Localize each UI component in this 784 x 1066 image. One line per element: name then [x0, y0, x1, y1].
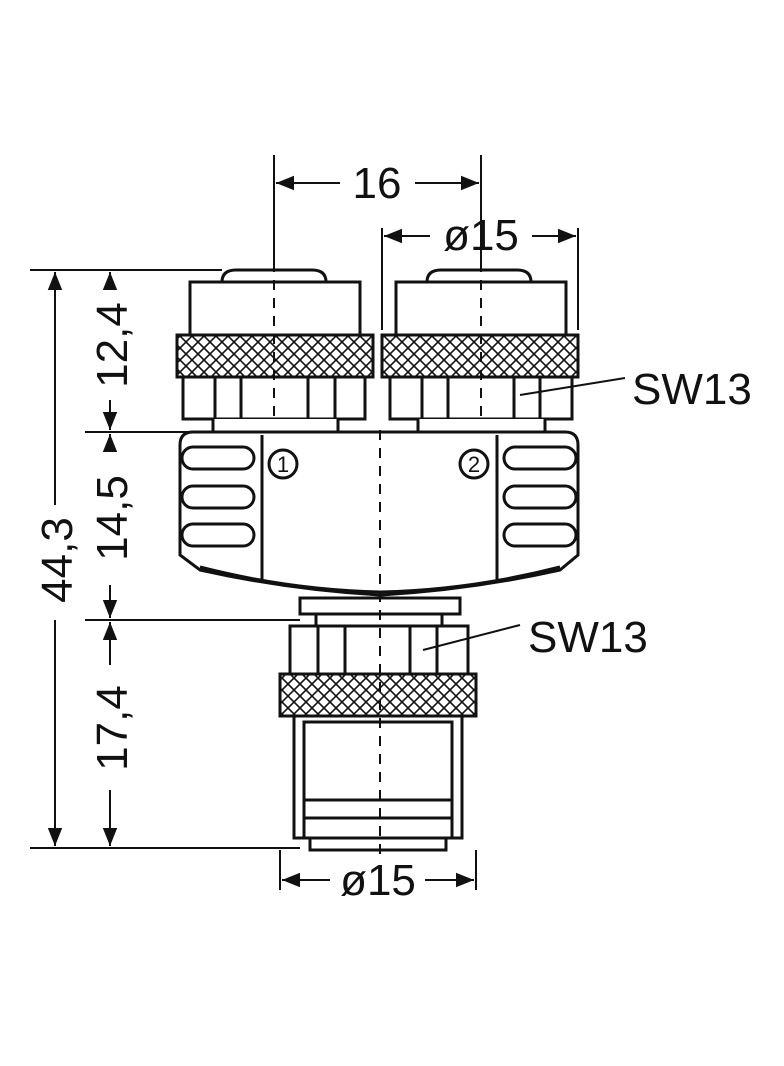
dimension-bottom-height: 17,4 [88, 685, 137, 771]
right-coupling-nut [380, 268, 580, 434]
wrench-size-bottom-label: SW13 [528, 613, 648, 662]
dimension-top-nut-height: 12,4 [88, 302, 137, 388]
dimension-body-height: 14,5 [88, 475, 137, 561]
dimension-total-height: 44,3 [33, 517, 82, 603]
center-lines [273, 262, 482, 860]
dimension-bottom-diameter: ø15 [340, 856, 416, 905]
port-2-label: 2 [468, 452, 480, 477]
lower-connector [278, 596, 478, 852]
dimension-lines [30, 155, 626, 890]
port-1-label: 1 [277, 452, 289, 477]
dimension-top-diameter: ø15 [443, 211, 519, 260]
wrench-size-top-label: SW13 [632, 365, 752, 414]
dimension-top-width: 16 [353, 159, 402, 208]
